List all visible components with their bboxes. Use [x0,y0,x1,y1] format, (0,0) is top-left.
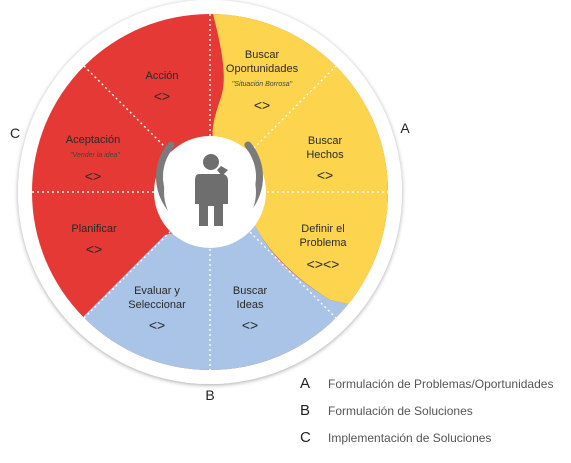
legend: A Formulación de Problemas/Oportunidades… [300,370,571,451]
arrows-symbol: <> [254,97,270,113]
label-vender-la-idea: "Vender la idea" [70,152,120,159]
legend-text: Formulación de Problemas/Oportunidades [328,376,554,391]
person-thinking-icon [195,154,228,226]
segment-evaluar-seleccionar: Evaluar y Seleccionar <> [128,285,186,333]
segment-buscar-oportunidades: Buscar Oportunidades "Situación Borrosa"… [226,49,299,113]
label-buscar: Buscar [245,49,280,61]
legend-text: Implementación de Soluciones [328,430,492,445]
label-definir-el: Definir el [301,223,344,235]
arrows-symbol: <> [154,88,170,104]
segment-planificar: Planificar <> [71,223,117,257]
label-hechos: Hechos [306,149,344,161]
label-buscar: Buscar [308,135,343,147]
legend-letter: B [300,402,311,419]
group-letter-b: B [205,387,214,403]
segment-aceptacion: Aceptación "Vender la idea" <> [66,134,121,184]
label-problema: Problema [299,237,347,249]
arrows-symbol: <> [86,241,102,257]
label-ideas: Ideas [237,299,264,311]
label-accion: Acción [145,70,178,82]
label-oportunidades: Oportunidades [226,63,299,75]
legend-letter: C [300,429,311,446]
arrows-symbol: <><> [307,256,340,272]
label-aceptacion: Aceptación [66,134,120,146]
label-planificar: Planificar [71,223,117,235]
label-situacion-borrosa: "Situación Borrosa" [232,81,293,88]
legend-item: C Implementación de Soluciones [300,424,571,451]
sector-dividers [32,14,388,370]
segment-accion: Acción <> [145,70,178,104]
label-buscar: Buscar [233,285,268,297]
legend-text: Formulación de Soluciones [328,403,473,418]
group-letter-c: C [10,125,20,141]
segment-definir-problema: Definir el Problema <><> [299,223,347,272]
legend-item: A Formulación de Problemas/Oportunidades [300,370,571,397]
segment-buscar-hechos: Buscar Hechos <> [306,135,344,183]
arrows-symbol: <> [149,317,165,333]
segment-buscar-ideas: Buscar Ideas <> [233,285,268,333]
label-evaluar-y: Evaluar y [134,285,180,297]
arrows-symbol: <> [242,317,258,333]
label-seleccionar: Seleccionar [128,299,186,311]
arrows-symbol: <> [85,168,101,184]
legend-item: B Formulación de Soluciones [300,397,571,424]
arrows-symbol: <> [317,167,333,183]
group-letter-a: A [400,120,410,136]
legend-letter: A [300,375,311,392]
